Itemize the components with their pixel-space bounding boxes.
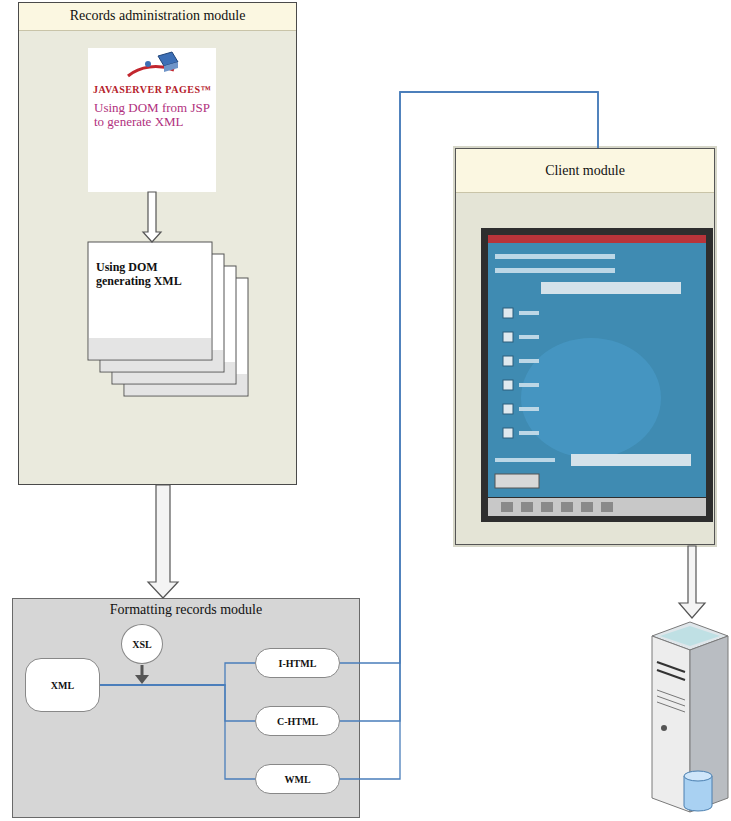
- format-oval: XML: [25, 658, 100, 712]
- drawing-part: [657, 690, 685, 700]
- logo-icon: [88, 48, 216, 84]
- logo-panel: JAVASERVER PAGES™Using DOM from JSP to g…: [88, 48, 216, 192]
- drawing-part: [519, 431, 539, 435]
- format-oval: I-HTML: [255, 648, 340, 678]
- drawing-part: [541, 282, 681, 294]
- drawing-part: [601, 502, 613, 512]
- format-oval: C-HTML: [255, 706, 340, 736]
- drawing-part: [661, 725, 667, 731]
- drawing-part: [89, 338, 211, 359]
- drawing-part: [657, 702, 685, 712]
- drawing-part: [145, 61, 151, 67]
- drawing-part: [488, 235, 706, 243]
- drawing-part: [571, 454, 691, 466]
- module-box: Records administration moduleJAVASERVER …: [18, 2, 297, 485]
- drawing-part: [141, 665, 144, 676]
- drawing-part: [503, 332, 513, 342]
- hollow-arrow: [679, 546, 705, 618]
- drawing-part: [657, 670, 685, 680]
- drawing-part: [503, 356, 513, 366]
- drawing-part: [684, 771, 712, 781]
- drawing-part: [521, 502, 533, 512]
- drawing-part: [481, 228, 713, 522]
- drawing-part: [88, 242, 212, 360]
- drawing-part: [503, 428, 513, 438]
- drawing-part: [519, 407, 539, 411]
- drawing-part: [501, 502, 513, 512]
- format-label: XML: [51, 680, 74, 691]
- drawing-part: [519, 383, 539, 387]
- logo-text: JAVASERVER PAGES™: [88, 84, 216, 95]
- format-label: I-HTML: [279, 658, 317, 669]
- hollow-arrow: [148, 485, 178, 598]
- drawing-part: [488, 498, 706, 516]
- server-icon: [652, 622, 728, 812]
- drawing-part: [495, 474, 539, 488]
- document-stack: Using DOM generating XML: [88, 242, 212, 360]
- drawing-part: [541, 502, 553, 512]
- module-box: Formatting records moduleXSL XML I-HTML C-H…: [12, 598, 360, 818]
- drawing-part: [503, 380, 513, 390]
- drawing-part: [164, 62, 178, 72]
- drawing-part: [495, 254, 615, 259]
- drawing-part: [519, 359, 539, 363]
- module-title: Client module: [456, 149, 714, 193]
- format-label: WML: [284, 774, 310, 785]
- drawing-part: [488, 235, 706, 497]
- caption-text: Using DOM from JSP to generate XML: [88, 95, 216, 130]
- drawing-part: [561, 502, 573, 512]
- format-oval: XSL: [121, 624, 163, 664]
- format-label: C-HTML: [277, 716, 318, 727]
- drawing-part: [581, 502, 593, 512]
- format-oval: WML: [255, 764, 340, 794]
- drawing-part: [519, 335, 539, 339]
- drawing-part: [503, 308, 513, 318]
- module-title: Records administration module: [19, 3, 296, 31]
- drawing-part: [521, 338, 661, 458]
- drawing-part: [503, 404, 513, 414]
- format-label: XSL: [132, 639, 151, 650]
- drawing-part: [679, 546, 705, 618]
- drawing-part: [519, 311, 539, 315]
- drawing-part: [657, 696, 685, 706]
- module-title: Formatting records module: [13, 599, 359, 618]
- drawing-part: [495, 268, 615, 273]
- module-box: Client module: [455, 148, 715, 545]
- screenshot-picture: [481, 228, 713, 522]
- drawing-part: [495, 458, 555, 462]
- document-text: Using DOM generating XML: [88, 242, 212, 289]
